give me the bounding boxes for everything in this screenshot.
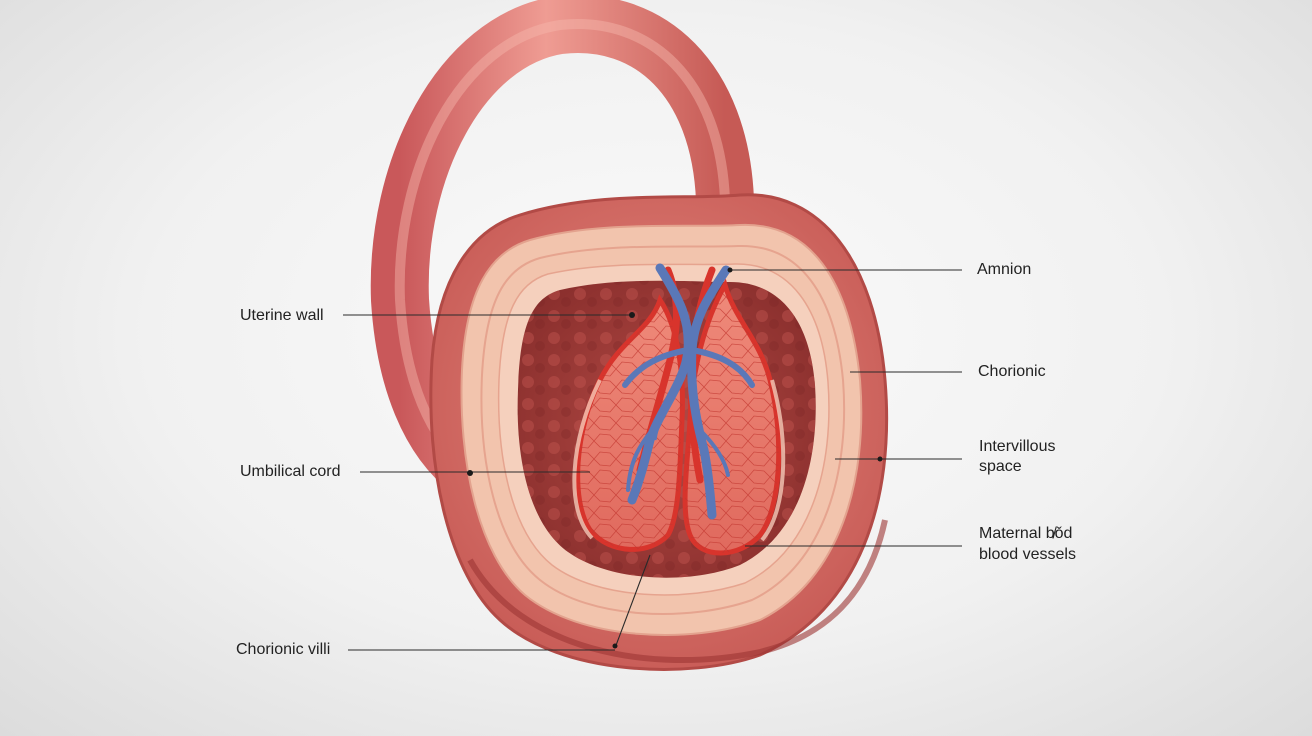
label-chorionic: Chorionic [978, 363, 1046, 380]
label-umbilical-cord: Umbilical cord [240, 463, 341, 480]
label-maternal-line1: Maternal b̸ǒd [979, 525, 1073, 542]
blood-vessels-shape [622, 263, 755, 520]
umbilical-cord-shape [370, 0, 754, 499]
label-chorionic-villi: Chorionic villi [236, 641, 331, 658]
leader-lines [343, 267, 962, 651]
label-intervillous-space-line2: space [979, 458, 1022, 475]
label-maternal-line2: blood vessels [979, 546, 1076, 563]
label-intervillous-space-line1: Intervillous [979, 438, 1056, 455]
label-uterine-wall: Uterine wall [240, 307, 324, 324]
label-amnion: Amnion [977, 261, 1032, 278]
